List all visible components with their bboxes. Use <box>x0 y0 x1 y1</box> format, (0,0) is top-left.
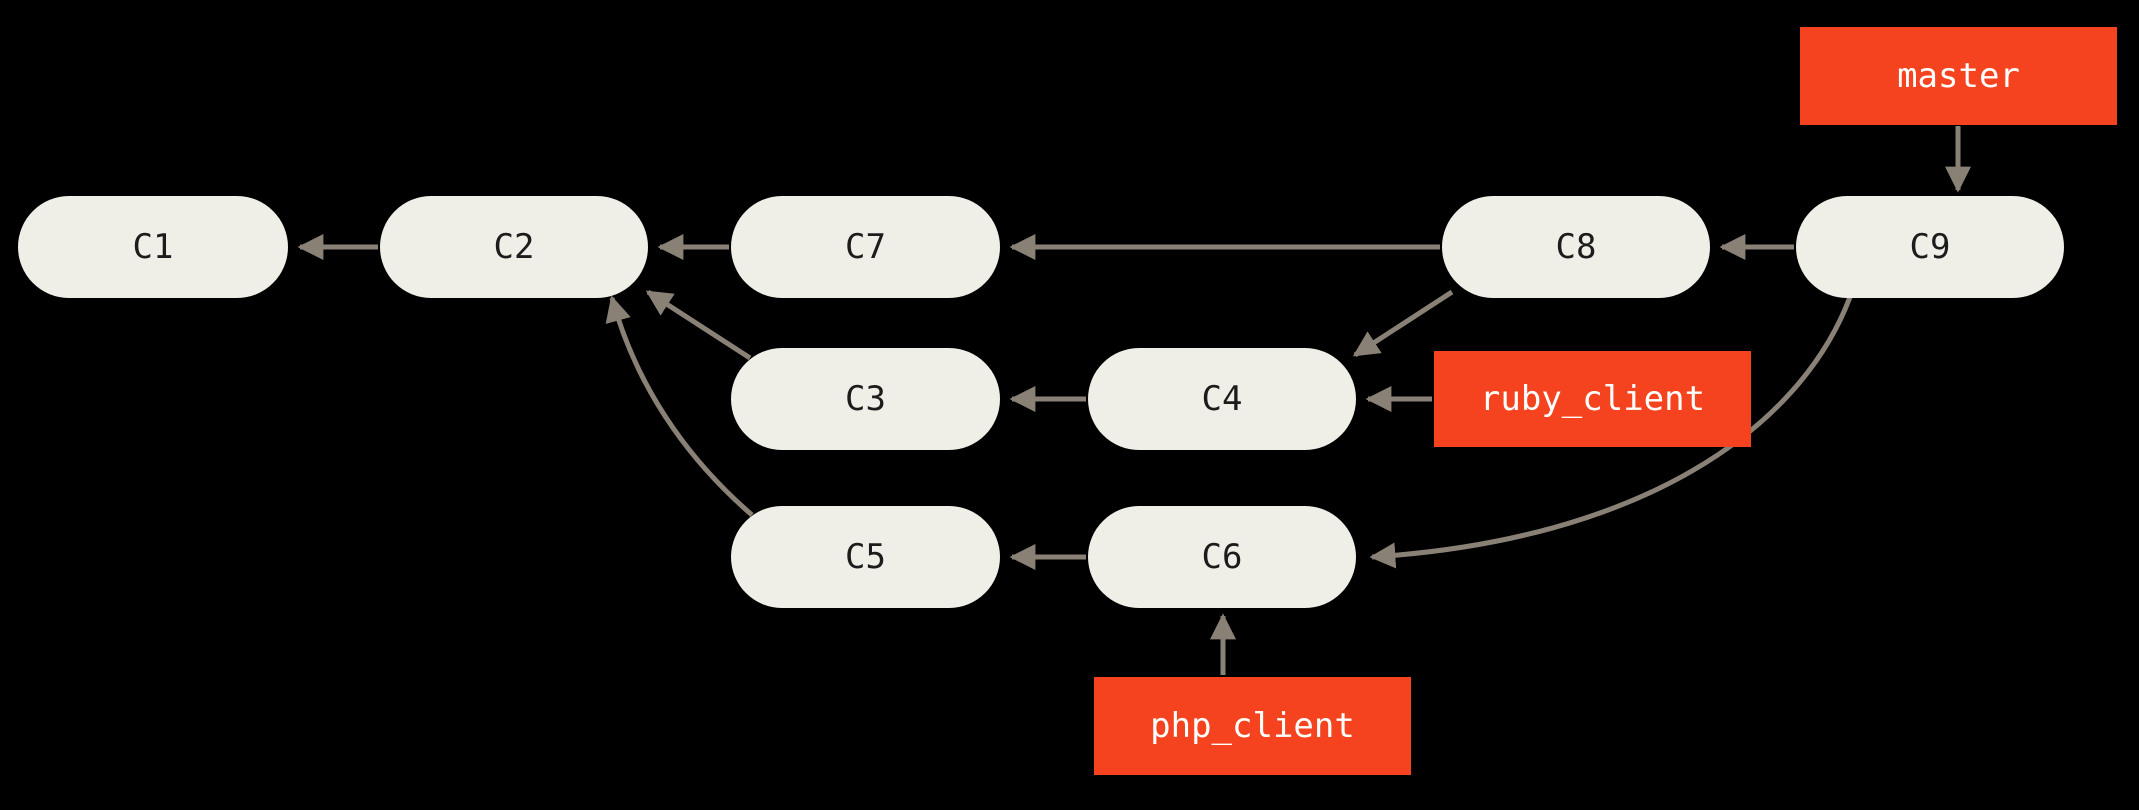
commit-node-c8[interactable]: C8 <box>1442 196 1710 298</box>
commit-node-c1[interactable]: C1 <box>18 196 288 298</box>
edge-c3-to-c2 <box>645 289 752 361</box>
branch-name: php_client <box>1150 706 1355 746</box>
commit-label: C6 <box>1201 537 1243 577</box>
branch-name: ruby_client <box>1479 379 1706 419</box>
commit-label: C1 <box>132 227 174 267</box>
commit-node-c7[interactable]: C7 <box>731 196 1000 298</box>
branch-label-ruby-client[interactable]: ruby_client <box>1434 351 1751 447</box>
commit-label: C3 <box>845 379 886 419</box>
commit-label: C5 <box>845 537 886 577</box>
edge-c8-to-c4 <box>1352 289 1454 358</box>
commit-label: C4 <box>1201 379 1243 419</box>
commit-node-c6[interactable]: C6 <box>1088 506 1356 608</box>
commit-node-c2[interactable]: C2 <box>380 196 648 298</box>
branch-name: master <box>1897 56 2020 96</box>
edge-c9-to-c6 <box>1369 296 1853 569</box>
commit-node-c3[interactable]: C3 <box>731 348 1000 450</box>
commit-label: C2 <box>493 227 535 267</box>
commit-label: C7 <box>845 227 886 267</box>
commit-label: C8 <box>1555 227 1597 267</box>
branch-label-php-client[interactable]: php_client <box>1094 677 1411 775</box>
commit-node-c5[interactable]: C5 <box>731 506 1000 608</box>
commit-node-c9[interactable]: C9 <box>1796 196 2064 298</box>
edge-c5-to-c2 <box>605 295 754 517</box>
branch-label-master[interactable]: master <box>1800 27 2117 125</box>
commit-label: C9 <box>1909 227 1951 267</box>
commit-node-c4[interactable]: C4 <box>1088 348 1356 450</box>
